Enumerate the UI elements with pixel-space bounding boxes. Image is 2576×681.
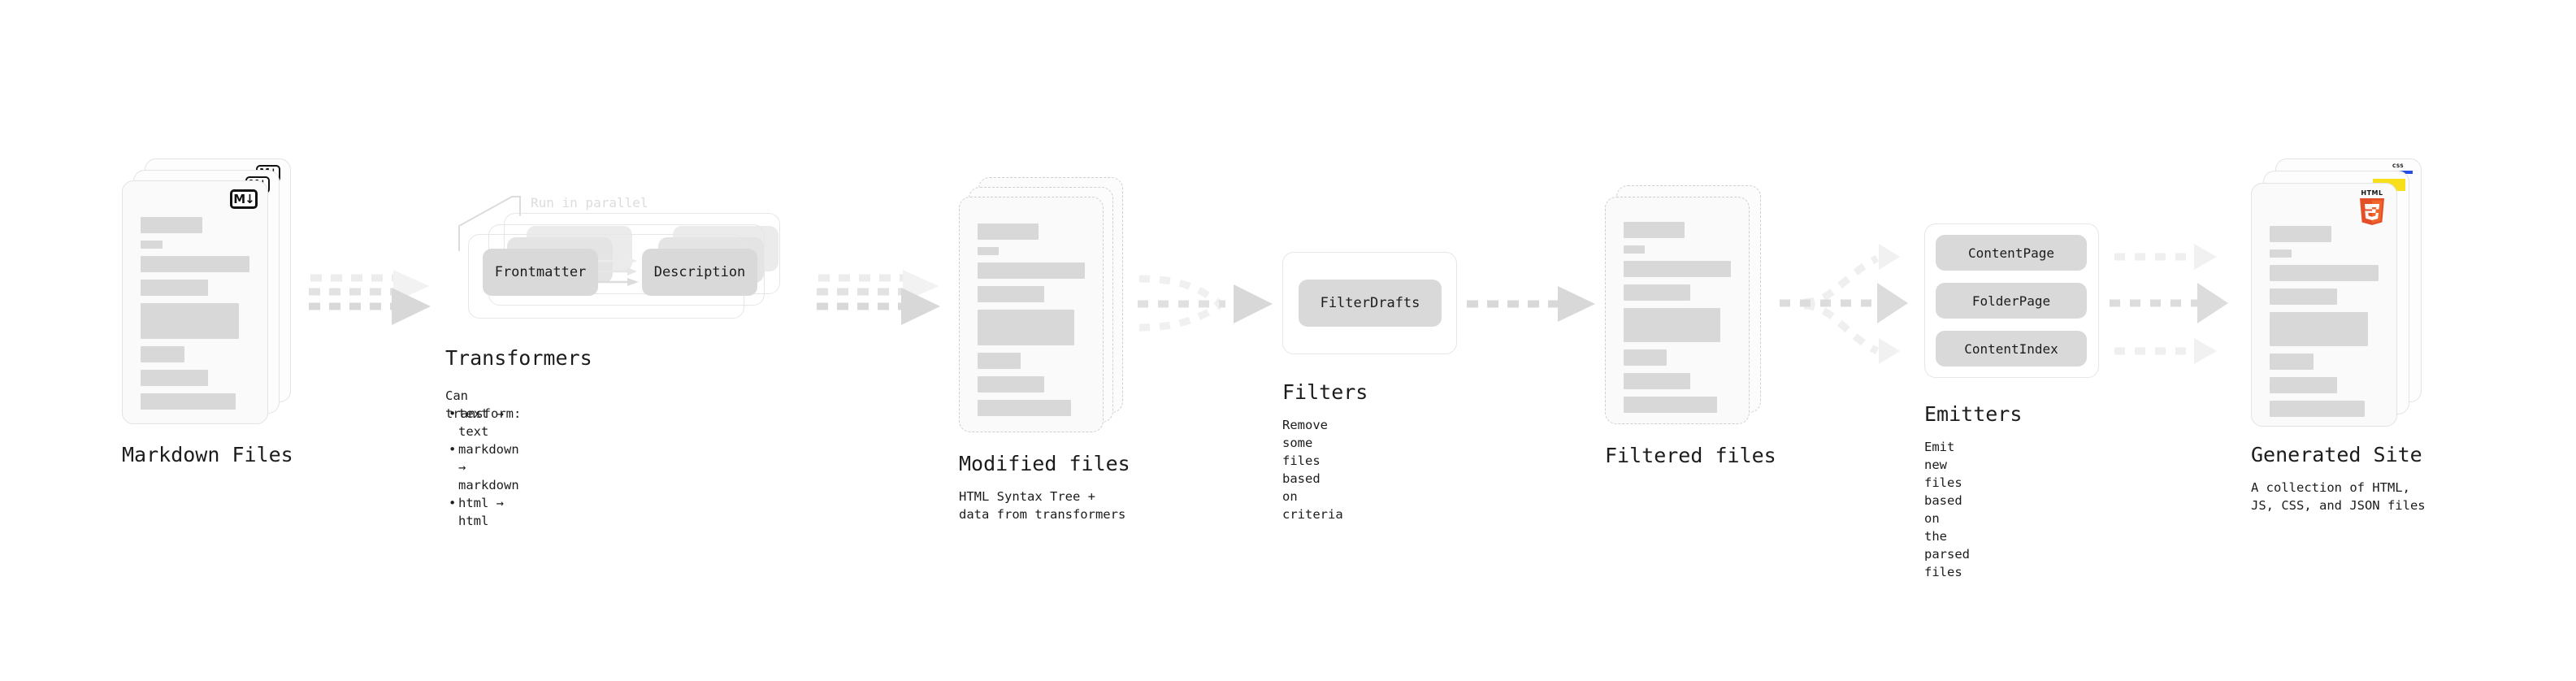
stage-markdown-files: M↓ M↓ M↓ Markdown Files xyxy=(122,158,297,466)
transformer-node-description-label: Description xyxy=(653,264,746,280)
emitter-node-contentindex-label: ContentIndex xyxy=(1964,340,2058,357)
transformers-bullet-1: markdown → markdown xyxy=(445,440,519,494)
filters-subtitle: Remove some files based on criteria xyxy=(1282,418,1343,522)
stage-filtered-files: Filtered files xyxy=(1605,185,1776,467)
stage-title-generated-site: Generated Site xyxy=(2251,443,2422,466)
emitter-node-contentpage-label: ContentPage xyxy=(1968,245,2054,261)
stage-title-emitters: Emitters xyxy=(1924,402,2023,426)
emitters-subtitle: Emit new files based on the parsed files xyxy=(1924,440,1970,579)
emitter-node-folderpage-label: FolderPage xyxy=(1971,293,2051,309)
stage-generated-site: CSS HTML xyxy=(2251,158,2430,513)
stage-title-markdown-files: Markdown Files xyxy=(122,443,293,466)
transformer-node-description[interactable]: Description xyxy=(642,249,757,296)
markdown-card-stack: M↓ M↓ M↓ xyxy=(122,158,297,427)
css-badge-label: CSS xyxy=(2392,163,2405,169)
stage-modified-files: Modified files HTML Syntax Tree + data f… xyxy=(959,177,1134,522)
connector-modified-to-filters xyxy=(1138,275,1273,332)
stage-title-modified-files: Modified files xyxy=(959,452,1130,475)
filtered-card-front xyxy=(1605,197,1750,424)
modified-card-stack xyxy=(959,177,1134,437)
modified-files-subtitle: HTML Syntax Tree + data from transformer… xyxy=(959,489,1126,522)
emitter-node-contentindex[interactable]: ContentIndex xyxy=(1936,331,2087,367)
connector-md-to-transformers xyxy=(309,270,431,325)
html5-shield-icon xyxy=(2360,198,2384,225)
transformer-node-frontmatter-label: Frontmatter xyxy=(494,264,587,280)
filter-node-filterdrafts[interactable]: FilterDrafts xyxy=(1299,280,1442,327)
site-placeholder-bars xyxy=(2270,226,2379,424)
transformers-bullet-2: html → html xyxy=(445,494,519,530)
stage-title-filters: Filters xyxy=(1282,380,1368,404)
site-card-stack: CSS HTML xyxy=(2251,158,2430,427)
site-card-front-html: HTML xyxy=(2251,183,2397,427)
connector-transformers-to-modified xyxy=(817,270,940,325)
markdown-card-front: M↓ xyxy=(122,180,268,424)
transformer-node-frontmatter[interactable]: Frontmatter xyxy=(483,249,598,296)
connector-filters-to-filtered xyxy=(1467,286,1595,322)
filtered-card-stack xyxy=(1605,185,1767,429)
modified-placeholder-bars xyxy=(978,223,1085,423)
html5-badge: HTML xyxy=(2357,189,2387,225)
html5-badge-label: HTML xyxy=(2361,189,2383,197)
connector-emitters-to-site xyxy=(2110,244,2228,364)
run-in-parallel-label: Run in parallel xyxy=(531,195,648,210)
markdown-placeholder-bars xyxy=(141,217,249,417)
emitter-node-contentpage[interactable]: ContentPage xyxy=(1936,235,2087,271)
filtered-placeholder-bars xyxy=(1624,222,1731,420)
transformers-bullet-list: text → text markdown → markdown html → h… xyxy=(445,405,519,530)
filter-node-filterdrafts-label: FilterDrafts xyxy=(1320,295,1420,311)
markdown-badge: M↓ xyxy=(230,189,258,209)
stage-title-filtered-files: Filtered files xyxy=(1605,444,1776,467)
emitter-node-folderpage[interactable]: FolderPage xyxy=(1936,283,2087,319)
generated-site-subtitle: A collection of HTML, JS, CSS, and JSON … xyxy=(2251,480,2426,513)
stage-title-transformers: Transformers xyxy=(445,346,592,370)
connector-filtered-to-emitters xyxy=(1780,244,1908,364)
transformers-bullet-0: text → text xyxy=(445,405,519,440)
modified-card-front xyxy=(959,197,1104,432)
